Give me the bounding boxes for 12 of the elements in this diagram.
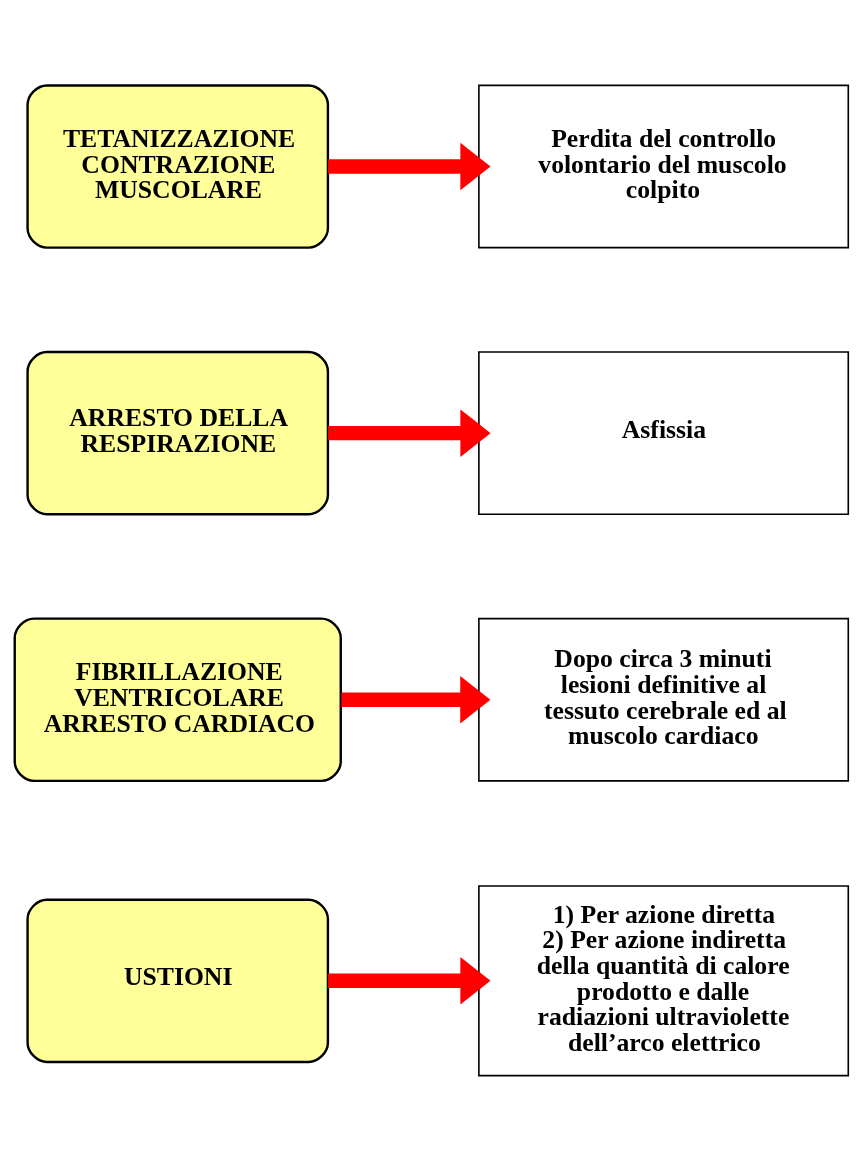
node-box: TETANIZZAZIONE CONTRAZIONE MUSCOLARE: [26, 83, 330, 249]
arrow: [328, 956, 491, 1005]
node-box: Asfissia: [478, 350, 850, 515]
node-box: USTIONI: [26, 898, 330, 1063]
node-box: 1) Per azione diretta 2) Per azione indiretta della quantità di calore prodotto e dalle radiazioni ultraviolette dell’arco elettrico: [478, 884, 850, 1076]
node-box: Dopo circa 3 minuti lesioni definitive al tessuto cerebrale ed al muscolo cardiaco: [478, 617, 850, 782]
node-box: ARRESTO DELLA RESPIRAZIONE: [26, 350, 330, 515]
arrow: [341, 675, 491, 723]
node-box: FIBRILLAZIONE VENTRICOLARE ARRESTO CARDIACO: [13, 616, 342, 782]
arrow: [328, 142, 491, 190]
arrow: [328, 408, 491, 457]
node-box: Perdita del controllo volontario del muscolo colpito: [478, 84, 850, 248]
